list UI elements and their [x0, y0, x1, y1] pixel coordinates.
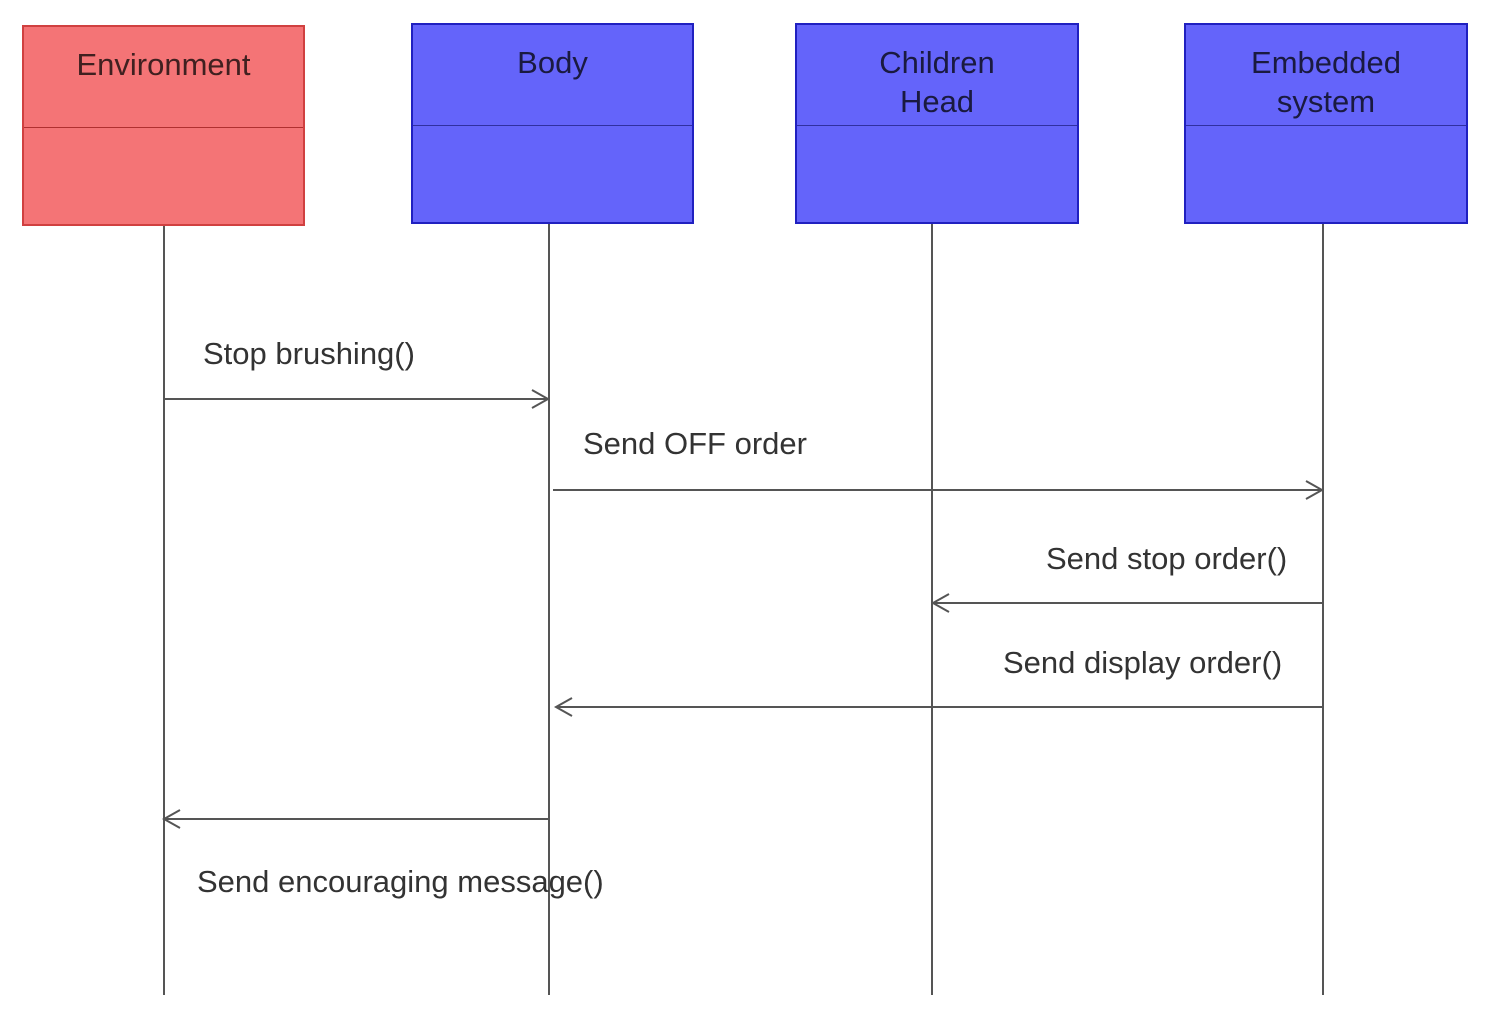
lifeline-head-environment: Environment: [22, 25, 305, 226]
arrowhead-send-stop-order: [930, 593, 950, 613]
lifeline-name-body: Body: [413, 25, 692, 126]
message-label-send-stop-order: Send stop order(): [1046, 541, 1288, 576]
message-label-stop-brushing: Stop brushing(): [203, 336, 415, 371]
arrowhead-send-encouraging-message: [161, 809, 181, 829]
message-label-send-off-order: Send OFF order: [583, 426, 807, 461]
arrowhead-send-off-order: [1305, 480, 1325, 500]
lifeline-name-embedded-system: Embedded system: [1186, 25, 1466, 126]
message-label-send-display-order: Send display order(): [1003, 645, 1283, 680]
lifeline-head-body: Body: [411, 23, 694, 224]
lifeline-name-environment: Environment: [24, 27, 303, 128]
arrowhead-send-display-order: [553, 697, 573, 717]
lifeline-head-children-head: Children Head: [795, 23, 1079, 224]
message-label-send-encouraging-message: Send encouraging message(): [197, 864, 604, 899]
lifeline-head-embedded-system: Embedded system: [1184, 23, 1468, 224]
arrowhead-stop-brushing: [531, 389, 551, 409]
lifeline-name-children-head: Children Head: [797, 25, 1077, 126]
